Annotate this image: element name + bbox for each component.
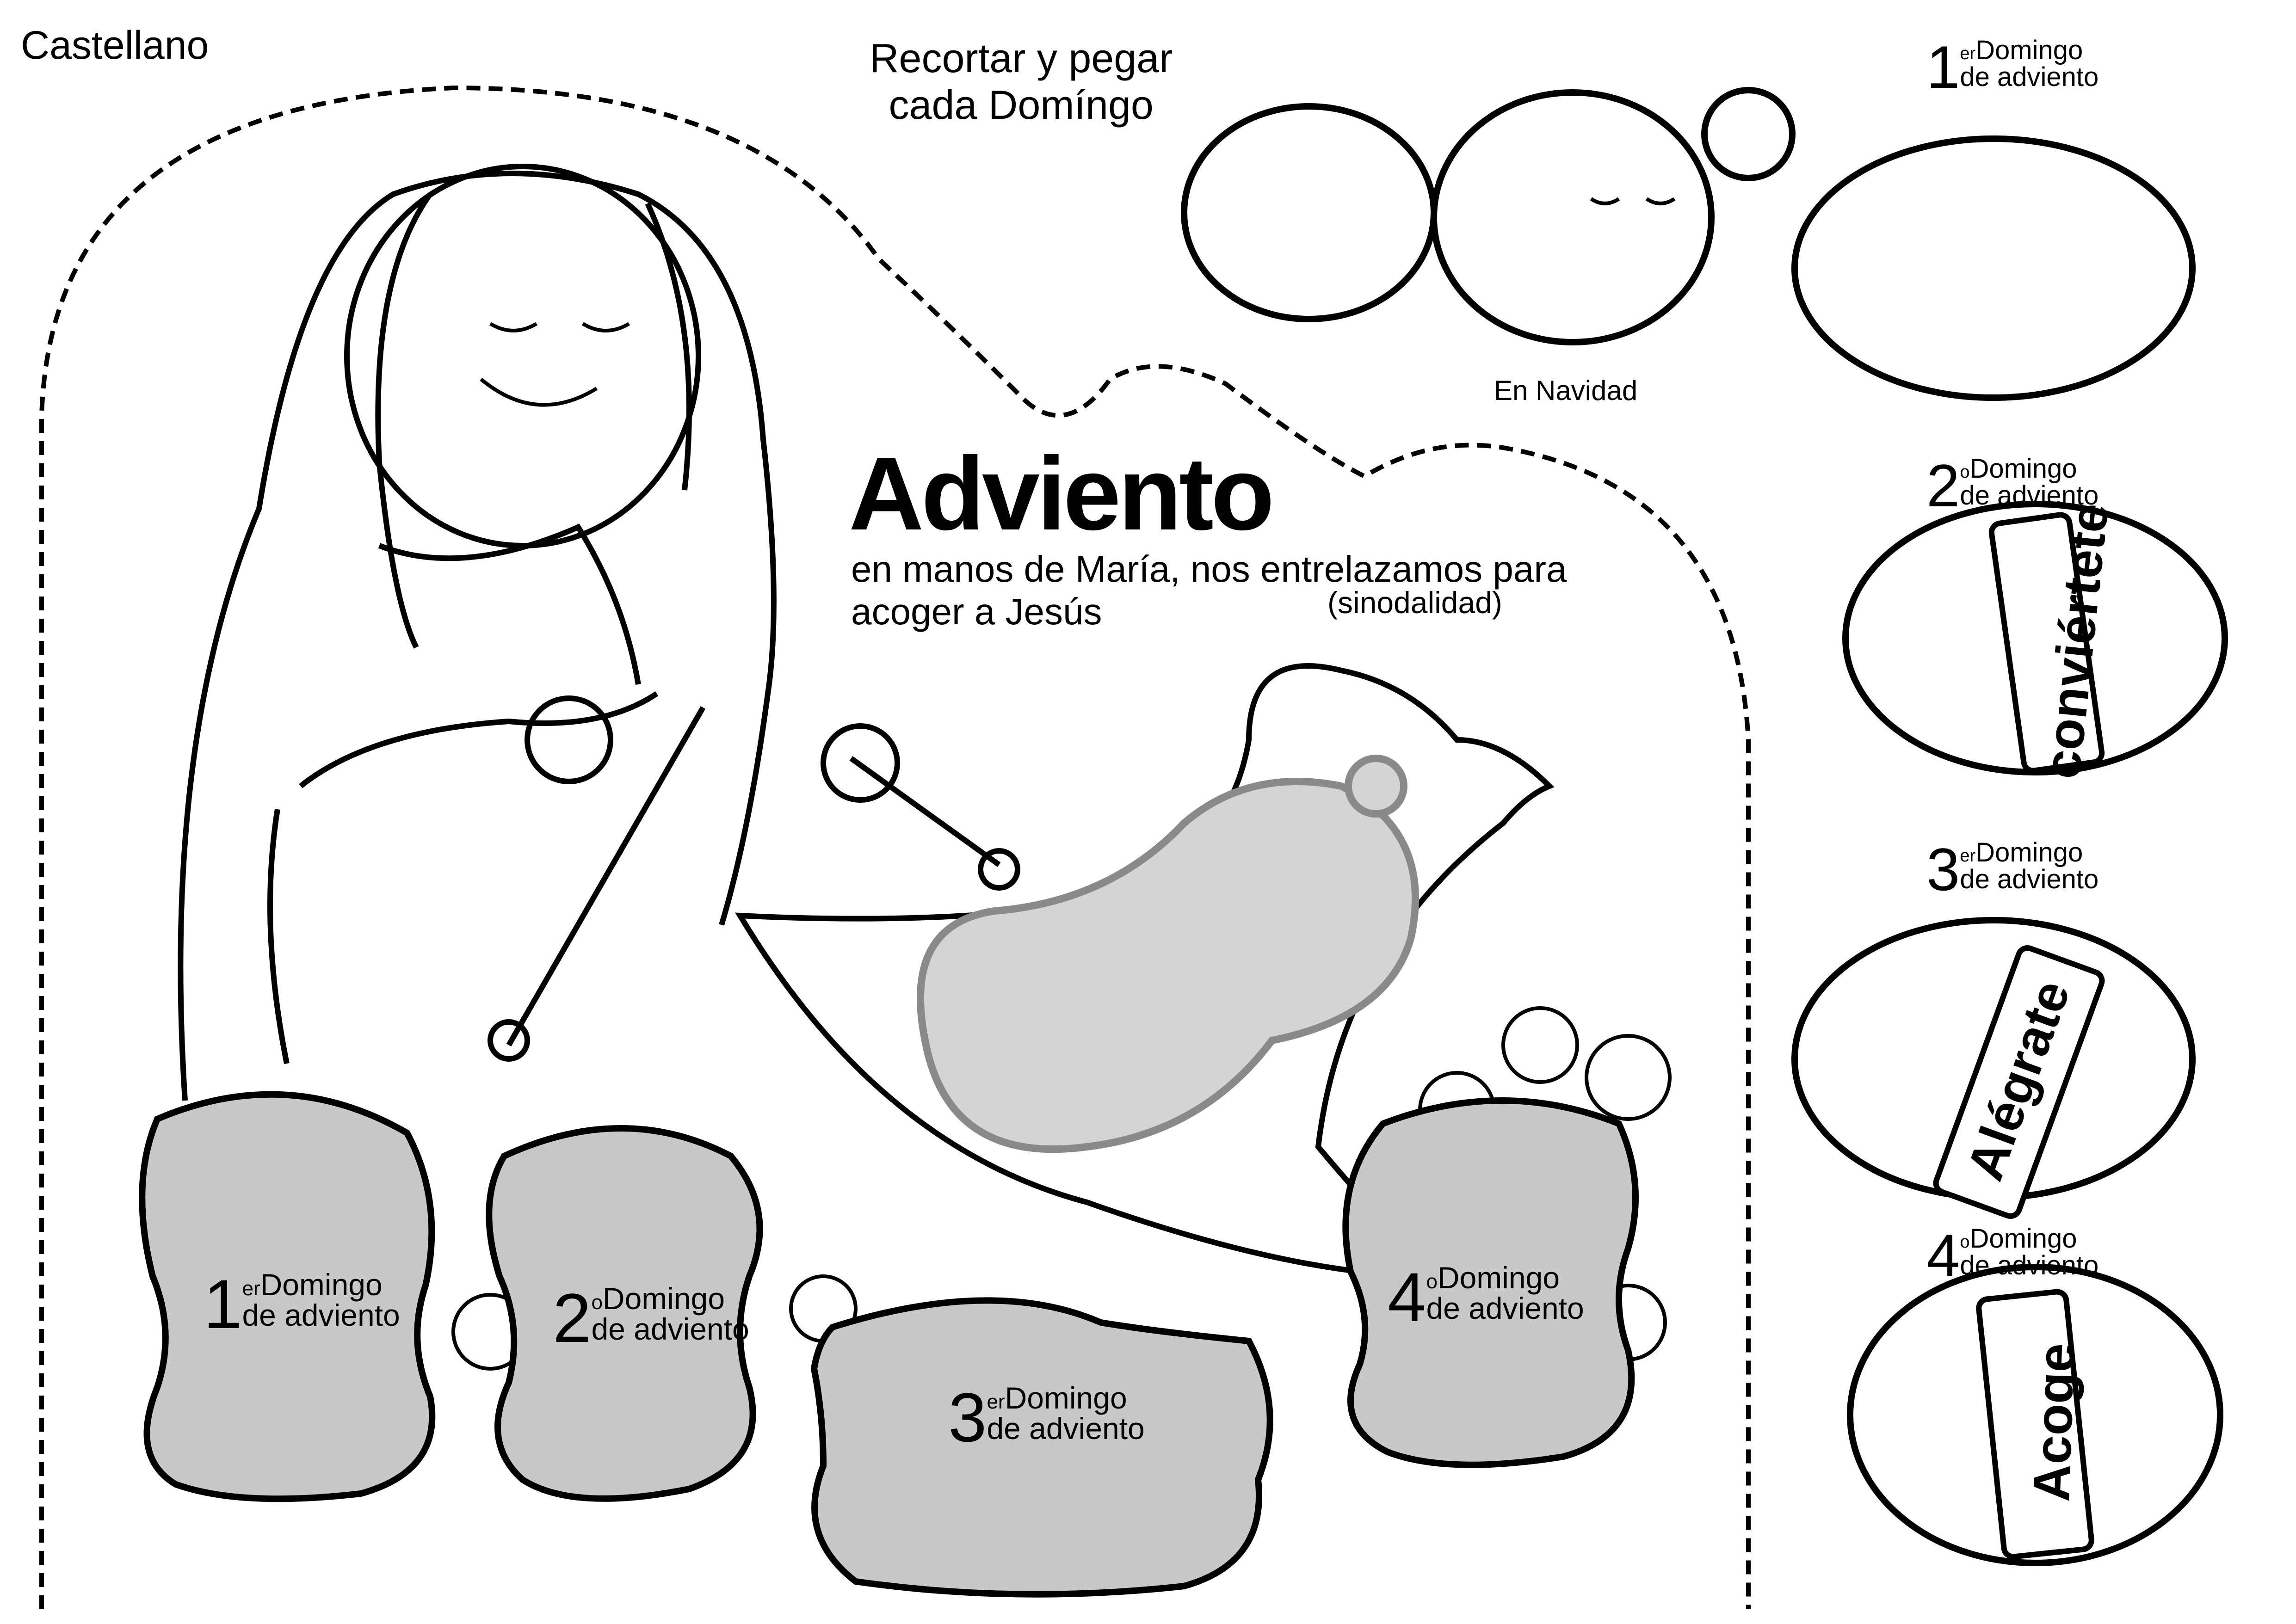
instruction-line-2: cada Domíngo — [889, 82, 1154, 128]
sunday-line-2: de adviento — [1426, 1291, 1584, 1325]
yarn-word-acoge: Acoge — [2022, 1342, 2086, 1503]
sunday-number: 4 — [1388, 1258, 1426, 1336]
sunday-number: 3 — [1926, 836, 1960, 903]
yarn-slot-shapes — [139, 1091, 1639, 1598]
sunday-number: 2 — [553, 1279, 592, 1357]
yarn-bands — [1933, 512, 2105, 1560]
christmas-label: En Navidad — [1494, 375, 1638, 406]
subtitle: en manos de María, nos entrelazamos para… — [851, 548, 1567, 633]
sunday-line-1: Domingo — [1969, 454, 2077, 484]
subtitle-line-2: acoger a Jesús — [851, 591, 1102, 632]
sunday-line-2: de adviento — [1960, 864, 2099, 894]
cutout-dashed-frame — [39, 85, 1751, 1609]
sunday-line-2: de adviento — [242, 1298, 400, 1332]
sunday-number: 4 — [1926, 1222, 1960, 1289]
subtitle-note: (sinodalidad) — [1327, 585, 1502, 620]
baby-jesus-drawing — [1181, 87, 1796, 345]
sunday-number: 3 — [948, 1378, 987, 1456]
sunday-line-2: de adviento — [1960, 1250, 2099, 1280]
sunday-line-1: Domingo — [1437, 1261, 1560, 1295]
sunday-ordinal: er — [1960, 846, 1976, 866]
subtitle-line-1: en manos de María, nos entrelazamos para — [851, 548, 1567, 590]
instruction-line-1: Recortar y pegar — [870, 35, 1173, 81]
sunday-line-2: de adviento — [1960, 480, 2099, 511]
sunday-ordinal: o — [1960, 1232, 1970, 1252]
sunday-line-1: Domingo — [1975, 35, 2083, 65]
mary-figure — [178, 164, 1020, 1101]
sunday-number: 1 — [1926, 33, 1960, 101]
sunday-ordinal: er — [242, 1277, 260, 1300]
sunday-line-1: Domingo — [1975, 837, 2083, 867]
sunday-ordinal: er — [987, 1390, 1005, 1413]
sunday-line-2: de adviento — [1960, 62, 2099, 92]
sunday-line-1: Domingo — [602, 1281, 725, 1316]
baby-placeholder — [917, 778, 1419, 1153]
sunday-line-1: Domingo — [260, 1267, 383, 1302]
sunday-number: 1 — [204, 1265, 242, 1343]
sunday-ordinal: er — [1960, 44, 1976, 63]
sunday-ordinal: o — [591, 1291, 603, 1314]
sunday-line-2: de adviento — [987, 1411, 1145, 1446]
sunday-line-1: Domingo — [1969, 1224, 2077, 1254]
sunday-line-1: Domingo — [1005, 1381, 1127, 1415]
sunday-number: 2 — [1926, 452, 1960, 519]
sunday-ordinal: o — [1960, 462, 1970, 482]
page-title: Adviento — [849, 435, 1275, 552]
language-label: Castellano — [21, 23, 209, 68]
sunday-line-2: de adviento — [591, 1312, 749, 1346]
instruction-text: Recortar y pegar cada Domíngo — [870, 35, 1173, 128]
sunday-ordinal: o — [1426, 1270, 1438, 1293]
